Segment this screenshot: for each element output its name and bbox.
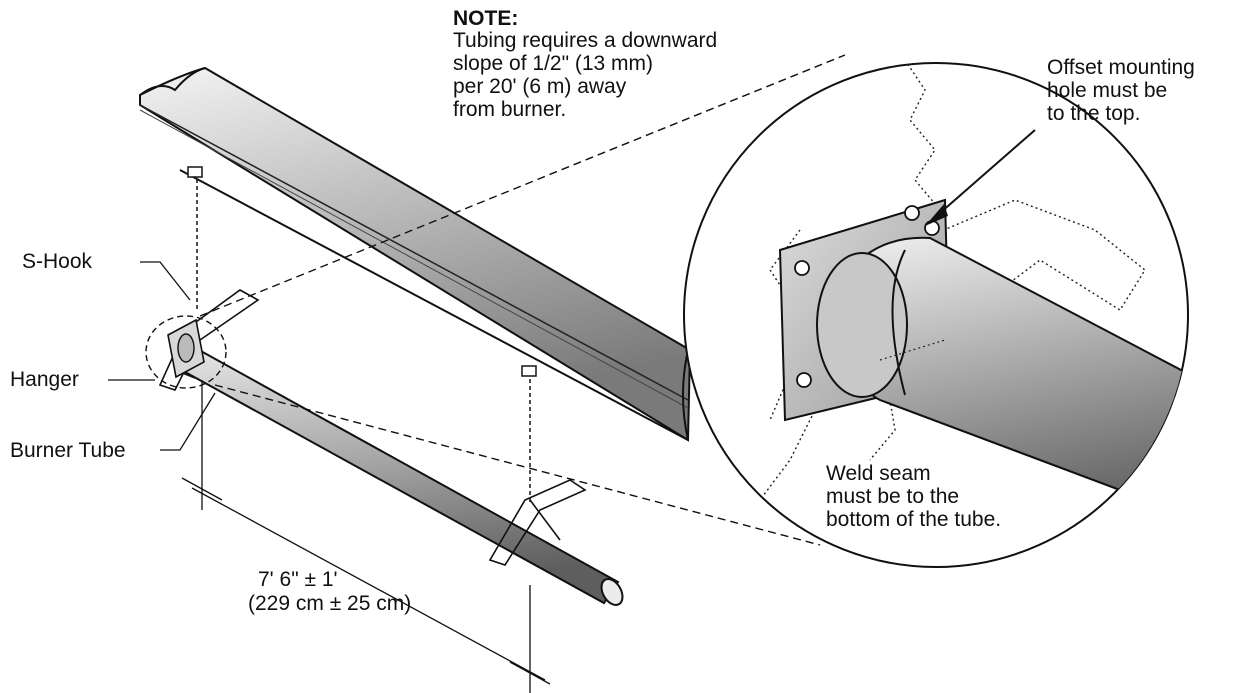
detail-highlight-ellipse [145, 315, 227, 389]
note-body: Tubing requires a downward slope of 1/2"… [453, 29, 718, 121]
label-leader-lines [108, 261, 216, 451]
dimension-lines [181, 380, 551, 693]
burner-tube-label: Burner Tube [10, 439, 126, 462]
dimension-imperial: 7' 6" ± 1' [258, 568, 338, 591]
note-title: NOTE: [453, 7, 519, 30]
chain-left [187, 166, 203, 310]
burner-tube [174, 343, 624, 606]
offset-hole-callout: Offset mounting hole must be to the top. [1047, 56, 1195, 125]
detail-projection-lines [199, 54, 846, 546]
weld-seam-callout: Weld seam must be to the bottom of the t… [826, 462, 1002, 531]
hanger-right [488, 479, 587, 566]
chain-right [521, 365, 537, 505]
overhead-beam [139, 66, 692, 442]
zoom-detail-content [759, 63, 1188, 522]
burner-end-plate [167, 318, 205, 379]
hanger-label: Hanger [10, 368, 79, 391]
s-hook-label: S-Hook [22, 250, 93, 273]
dimension-metric: (229 cm ± 25 cm) [248, 592, 412, 615]
offset-hole-arrow [925, 129, 1036, 226]
